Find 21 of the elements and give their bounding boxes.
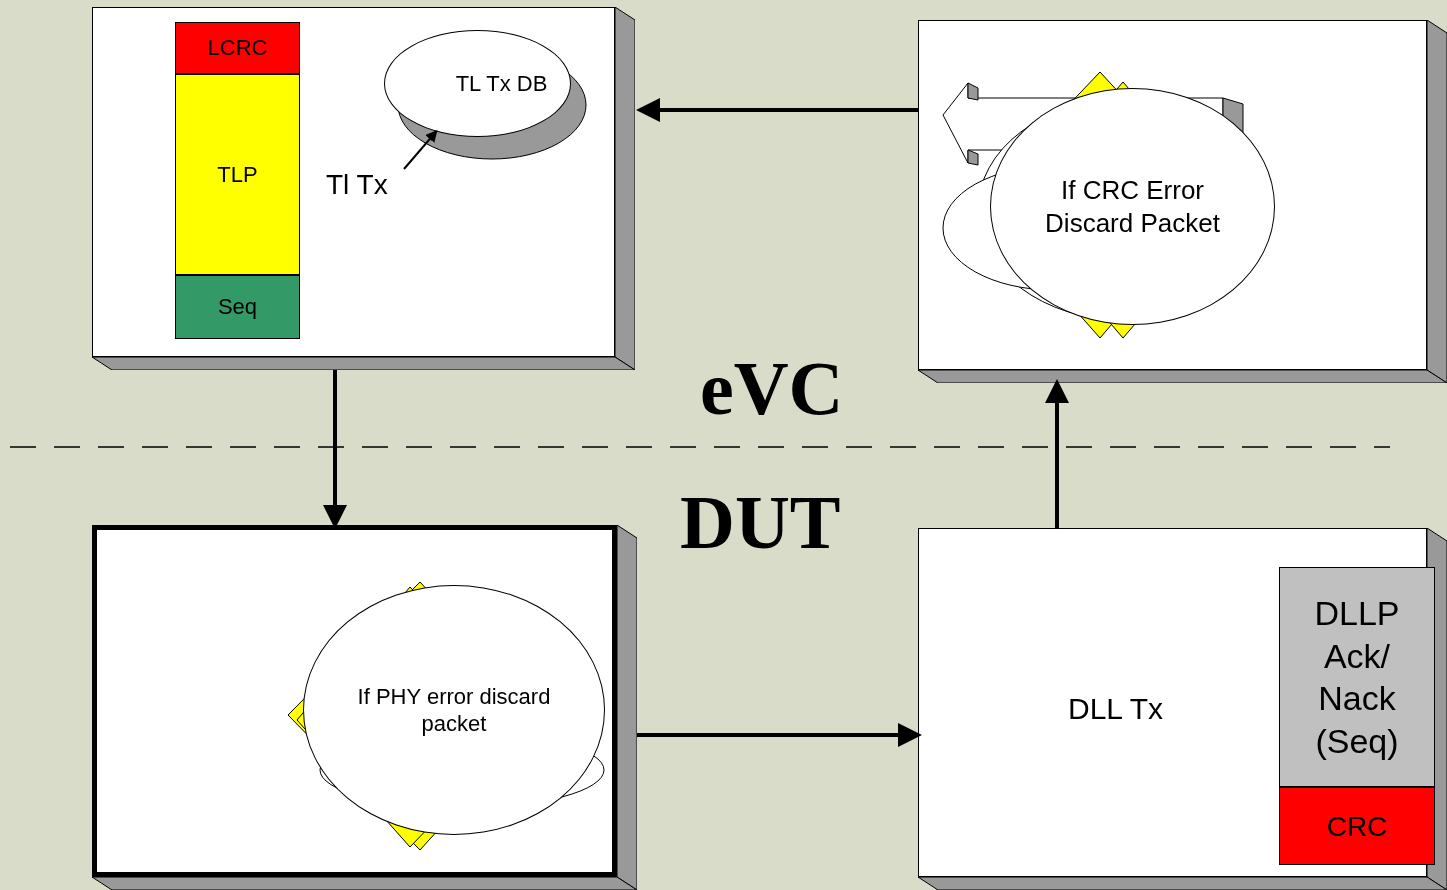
arrow [403,130,438,170]
arrow [636,98,918,122]
packet-field [1279,787,1435,865]
node-text: TL Tx DB [455,69,548,98]
packet-field [175,275,300,339]
arrow [637,723,922,747]
node-text: DLLP Ack/ Nack (Seq) [1313,593,1401,762]
node-text: TLP [217,160,258,189]
node-text: LCRC [207,34,268,62]
arrow [1045,379,1069,528]
packet-field [175,74,300,275]
node-text: If PHY error discard packet [356,682,552,738]
node-text: Tl Tx [326,168,388,202]
node-text: CRC [1326,809,1388,844]
packet-field [1279,567,1435,787]
packet-field [175,22,300,74]
node-text: If CRC Error Discard Packet [1044,174,1221,239]
section-label: DUT [680,484,841,560]
section-label: eVC [700,350,844,426]
box-label: DLL Tx [1068,692,1164,725]
node-text: Seq [217,293,258,321]
